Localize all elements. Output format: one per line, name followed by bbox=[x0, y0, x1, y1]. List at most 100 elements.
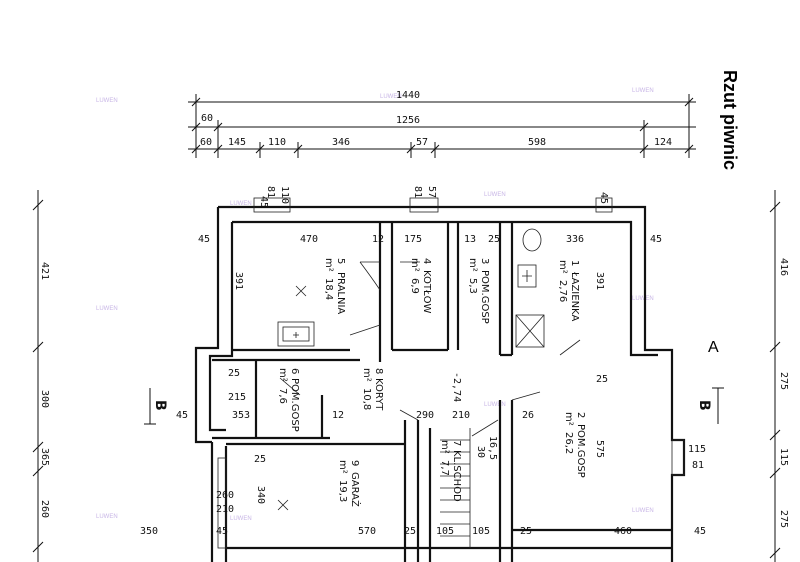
room-name: POM.GOSP bbox=[575, 424, 586, 478]
right-dim-0: 416 bbox=[778, 258, 789, 276]
left-dim-3: 260 bbox=[39, 500, 50, 518]
watermark: LUWEN bbox=[96, 514, 118, 520]
wall-dim: 57 bbox=[426, 186, 437, 198]
room-garaz: 9 GARAŻ m² 19,3 bbox=[337, 460, 362, 507]
room-area: 6,9 bbox=[409, 278, 420, 294]
room-unit: m² bbox=[467, 258, 478, 272]
room-area: 18,4 bbox=[323, 278, 334, 300]
room-name: GARAŻ bbox=[349, 472, 362, 507]
room-num: 2 bbox=[575, 412, 586, 418]
room-pom-gosp-3: 3 POM.GOSP m² 5,3 bbox=[467, 258, 490, 324]
room-unit: m² bbox=[409, 258, 420, 272]
room-area: 10,8 bbox=[361, 388, 372, 410]
left-dim-0: 421 bbox=[39, 262, 50, 280]
room-name: POM.GOSP bbox=[289, 378, 300, 432]
watermark: LUWEN bbox=[230, 516, 252, 522]
watermark: LUWEN bbox=[96, 306, 118, 312]
section-marker-left: B bbox=[144, 388, 168, 425]
wall-dim: 210 bbox=[216, 504, 234, 515]
room-area: 19,3 bbox=[337, 480, 348, 502]
room-num: 7 bbox=[451, 440, 462, 446]
room-unit: m² bbox=[557, 260, 568, 274]
wall-dim: 340 bbox=[255, 486, 266, 504]
stair-riser: 16,5 bbox=[487, 436, 498, 460]
room-name: KL.SCHOD bbox=[451, 450, 462, 502]
room-name: KOTŁOW bbox=[421, 270, 432, 313]
wall-dim: 25 bbox=[228, 368, 240, 379]
right-dim-3: 275 bbox=[778, 510, 789, 528]
wall-dim: 45 bbox=[650, 234, 662, 245]
wall-dim: 81 bbox=[692, 460, 704, 471]
dim-second: 1256 bbox=[396, 115, 420, 126]
room-area: 26,2 bbox=[563, 432, 574, 454]
dim-row3-1: 145 bbox=[228, 137, 246, 148]
wall-dim: 81 bbox=[265, 186, 276, 198]
dim-row3-5: 598 bbox=[528, 137, 546, 148]
wall-dim: 45 bbox=[216, 526, 228, 537]
room-name: KORYT bbox=[373, 378, 384, 411]
room-unit: m² bbox=[277, 368, 288, 382]
room-num: 3 bbox=[479, 258, 490, 264]
level-mark: -2,74 bbox=[451, 372, 462, 402]
section-marker-right: B bbox=[696, 387, 724, 424]
left-dim-2: 365 bbox=[39, 448, 50, 466]
watermark: LUWEN bbox=[96, 98, 118, 104]
wall-dim: 260 bbox=[216, 490, 234, 501]
walls bbox=[194, 197, 686, 562]
room-name: ŁAZIENKA bbox=[569, 271, 580, 321]
room-num: 4 bbox=[421, 258, 432, 264]
right-dim-1: 275 bbox=[778, 372, 789, 390]
watermark: LUWEN bbox=[632, 296, 654, 302]
wall-dim: 12 bbox=[372, 234, 384, 245]
dim-row3-2: 110 bbox=[268, 137, 286, 148]
wall-dim: 25 bbox=[254, 454, 266, 465]
wall-dim: 215 bbox=[228, 392, 246, 403]
wall-dim: 575 bbox=[594, 440, 605, 458]
fixtures bbox=[277, 228, 581, 548]
wall-dim: 25 bbox=[520, 526, 532, 537]
room-num: 1 bbox=[569, 260, 580, 266]
wall-dim: 45 bbox=[176, 410, 188, 421]
dim-overall: 1440 bbox=[396, 90, 420, 101]
wall-dim: 26 bbox=[522, 410, 534, 421]
watermarks: LUWEN LUWEN LUWEN LUWEN LUWEN LUWEN LUWE… bbox=[96, 88, 654, 522]
left-dim-1: 300 bbox=[39, 390, 50, 408]
section-letter-left: B bbox=[152, 400, 168, 411]
wall-dim: 25 bbox=[596, 374, 608, 385]
wall-dim: 105 bbox=[472, 526, 490, 537]
dim-row3-4: 57 bbox=[416, 137, 428, 148]
dim-row3-6: 124 bbox=[654, 137, 672, 148]
wall-dim: 12 bbox=[332, 410, 344, 421]
annotations: -2,74 A B B bbox=[144, 339, 724, 425]
section-letter-right: B bbox=[696, 400, 712, 411]
wall-dim: 391 bbox=[233, 272, 244, 290]
wall-dim: 105 bbox=[436, 526, 454, 537]
wall-dim: 290 bbox=[416, 410, 434, 421]
room-labels: 5 PRALNIA m² 18,4 4 KOTŁOW m² 6,9 3 POM.… bbox=[277, 258, 586, 507]
room-kl-schod: 7 KL.SCHOD m² 7,7 bbox=[439, 440, 462, 502]
watermark: LUWEN bbox=[484, 402, 506, 408]
plan-title: Rzut piwnic bbox=[720, 70, 740, 170]
wall-dim: 353 bbox=[232, 410, 250, 421]
right-dim-2: 115 bbox=[778, 448, 789, 466]
room-lazienka: 1 ŁAZIENKA m² 2,76 bbox=[557, 260, 580, 321]
room-pom-gosp-2: 2 POM.GOSP m² 26,2 bbox=[563, 412, 586, 478]
wall-dim: 45 bbox=[694, 526, 706, 537]
room-pom-gosp-6: 6 POM.GOSP m² 7,6 bbox=[277, 368, 300, 432]
wall-dim: 25 bbox=[488, 234, 500, 245]
watermark: LUWEN bbox=[380, 94, 402, 100]
room-unit: m² bbox=[439, 440, 450, 454]
wall-dim: 45 bbox=[198, 234, 210, 245]
room-unit: m² bbox=[361, 368, 372, 382]
section-marker-a: A bbox=[708, 339, 719, 356]
room-num: 6 bbox=[289, 368, 300, 374]
watermark: LUWEN bbox=[484, 192, 506, 198]
wall-dim: 470 bbox=[300, 234, 318, 245]
dim-row3-0: 60 bbox=[200, 137, 212, 148]
room-area: 7,6 bbox=[277, 388, 288, 404]
room-area: 2,76 bbox=[557, 280, 568, 302]
watermark: LUWEN bbox=[632, 88, 654, 94]
right-dimensions: 416 275 115 275 bbox=[769, 190, 789, 562]
room-unit: m² bbox=[337, 460, 348, 474]
wall-dim: 570 bbox=[358, 526, 376, 537]
